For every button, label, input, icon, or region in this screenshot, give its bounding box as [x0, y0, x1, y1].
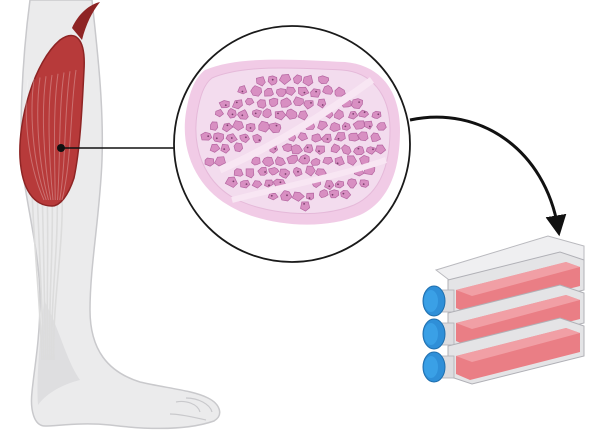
- cell-nucleus: [363, 183, 365, 185]
- cell-nucleus: [250, 127, 252, 129]
- cell-nucleus: [280, 181, 282, 183]
- cell-nucleus: [358, 148, 360, 150]
- cell-nucleus: [255, 113, 257, 115]
- flask-cap-face: [424, 290, 438, 312]
- muscle-cell: [377, 123, 387, 131]
- cell-nucleus: [225, 104, 227, 106]
- flask-cap-face: [424, 356, 438, 378]
- cell-nucleus: [328, 185, 330, 187]
- cell-nucleus: [364, 111, 366, 113]
- cell-nucleus: [345, 126, 347, 128]
- cell-nucleus: [309, 197, 311, 199]
- cell-nucleus: [304, 92, 306, 94]
- muscle-cell: [213, 133, 224, 143]
- cell-nucleus: [227, 124, 229, 126]
- cell-nucleus: [310, 102, 312, 104]
- cell-nucleus: [271, 195, 273, 197]
- tendon-strand: [47, 190, 48, 360]
- cell-nucleus: [236, 102, 238, 104]
- cell-nucleus: [276, 125, 278, 127]
- muscle-cell: [265, 88, 274, 96]
- cell-nucleus: [303, 203, 305, 205]
- cell-nucleus: [315, 91, 317, 93]
- cell-nucleus: [272, 79, 274, 81]
- cell-nucleus: [327, 138, 329, 140]
- muscle-cell: [329, 190, 338, 198]
- cell-nucleus: [259, 139, 261, 141]
- cell-nucleus: [369, 126, 371, 128]
- cell-nucleus: [242, 91, 244, 93]
- cell-nucleus: [277, 113, 279, 115]
- cell-nucleus: [207, 135, 209, 137]
- cell-nucleus: [372, 148, 374, 150]
- cell-nucleus: [318, 150, 320, 152]
- cell-nucleus: [223, 148, 225, 150]
- muscle-cell: [306, 193, 313, 200]
- cell-nucleus: [322, 104, 324, 106]
- cell-nucleus: [264, 171, 266, 173]
- cell-nucleus: [231, 137, 233, 139]
- muscle-cell: [257, 100, 266, 109]
- cell-nucleus: [245, 136, 247, 138]
- cell-nucleus: [297, 171, 299, 173]
- cell-nucleus: [304, 157, 306, 159]
- cell-nucleus: [246, 183, 248, 185]
- muscle-cell: [210, 122, 217, 130]
- cell-nucleus: [337, 183, 339, 185]
- cell-nucleus: [358, 101, 360, 103]
- cell-nucleus: [268, 184, 270, 186]
- curved-arrow: [410, 117, 558, 228]
- cell-nucleus: [332, 194, 334, 196]
- cell-nucleus: [233, 181, 235, 183]
- flask-cap-face: [424, 323, 438, 345]
- cell-nucleus: [377, 113, 379, 115]
- cell-nucleus: [352, 113, 354, 115]
- magnified-tissue-view: [174, 26, 410, 262]
- muscle-cell: [234, 143, 243, 152]
- cell-nucleus: [285, 173, 287, 175]
- cell-nucleus: [343, 193, 345, 195]
- cell-nucleus: [307, 147, 309, 149]
- cell-nucleus: [216, 137, 218, 139]
- cell-nucleus: [274, 148, 276, 150]
- cell-nucleus: [337, 162, 339, 164]
- culture-flask-stack: [423, 236, 584, 384]
- cell-nucleus: [241, 114, 243, 116]
- cell-nucleus: [232, 114, 234, 116]
- cell-nucleus: [338, 138, 340, 140]
- cell-nucleus: [286, 194, 288, 196]
